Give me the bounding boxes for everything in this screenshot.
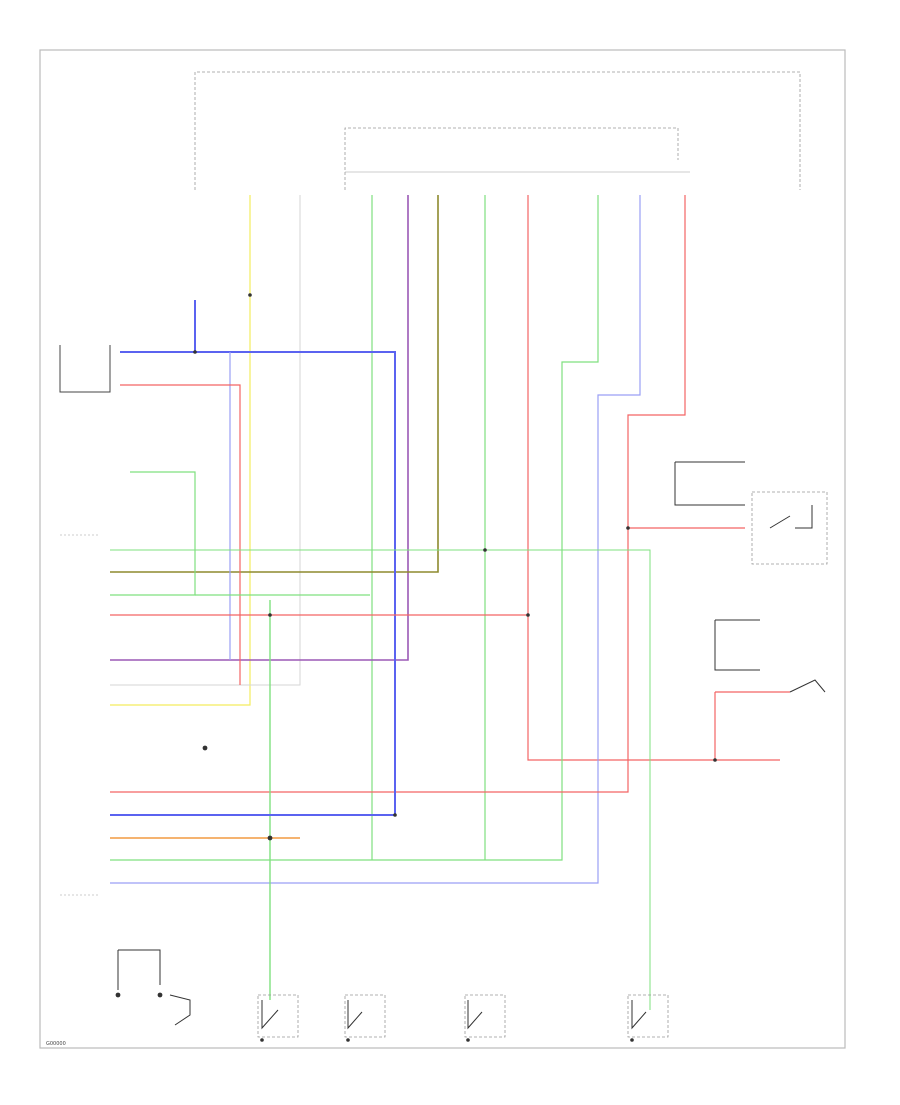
wire-red3 [120, 384, 241, 685]
footer-code: G00000 [46, 1041, 66, 1047]
bottom-switch-5 [467, 1000, 483, 1030]
wires [110, 195, 790, 1010]
switch-6-outline [627, 994, 669, 1038]
bottom-switch-6 [631, 1000, 647, 1030]
clutch-switch-contact [789, 679, 826, 693]
splice-points [115, 293, 717, 1042]
wire-red1 [527, 195, 780, 761]
switch-4-outline [344, 994, 386, 1038]
wire-red6 [714, 691, 790, 760]
wire-grey [110, 195, 301, 686]
bottom-switch-4 [347, 1000, 363, 1030]
bottom-switch-1 [117, 949, 161, 990]
switch-3-outline [257, 994, 299, 1038]
wire-red2 [110, 195, 686, 793]
left-switch-box [59, 345, 111, 393]
bottom-switch-2 [169, 994, 191, 1026]
cruise-switch-contact [769, 505, 813, 529]
wire-blue1 [110, 300, 396, 816]
switch-5-outline [464, 994, 506, 1038]
wire-purple [110, 195, 409, 661]
brake-switch-loop [674, 461, 745, 506]
fuse-box-outline [194, 71, 801, 190]
clutch-switch-loop [714, 619, 760, 671]
diagram-border [39, 49, 846, 1049]
control-unit-outline [344, 127, 679, 190]
components [59, 345, 828, 1038]
wire-yellow [110, 195, 251, 706]
cruise-switch-outline [751, 491, 828, 565]
wire-green3 [110, 195, 599, 861]
wire-lblue [110, 195, 641, 884]
wire-green5 [110, 549, 651, 1010]
wire-olive [110, 195, 439, 573]
bottom-switch-3 [261, 1000, 279, 1030]
wire-green4 [110, 471, 196, 596]
